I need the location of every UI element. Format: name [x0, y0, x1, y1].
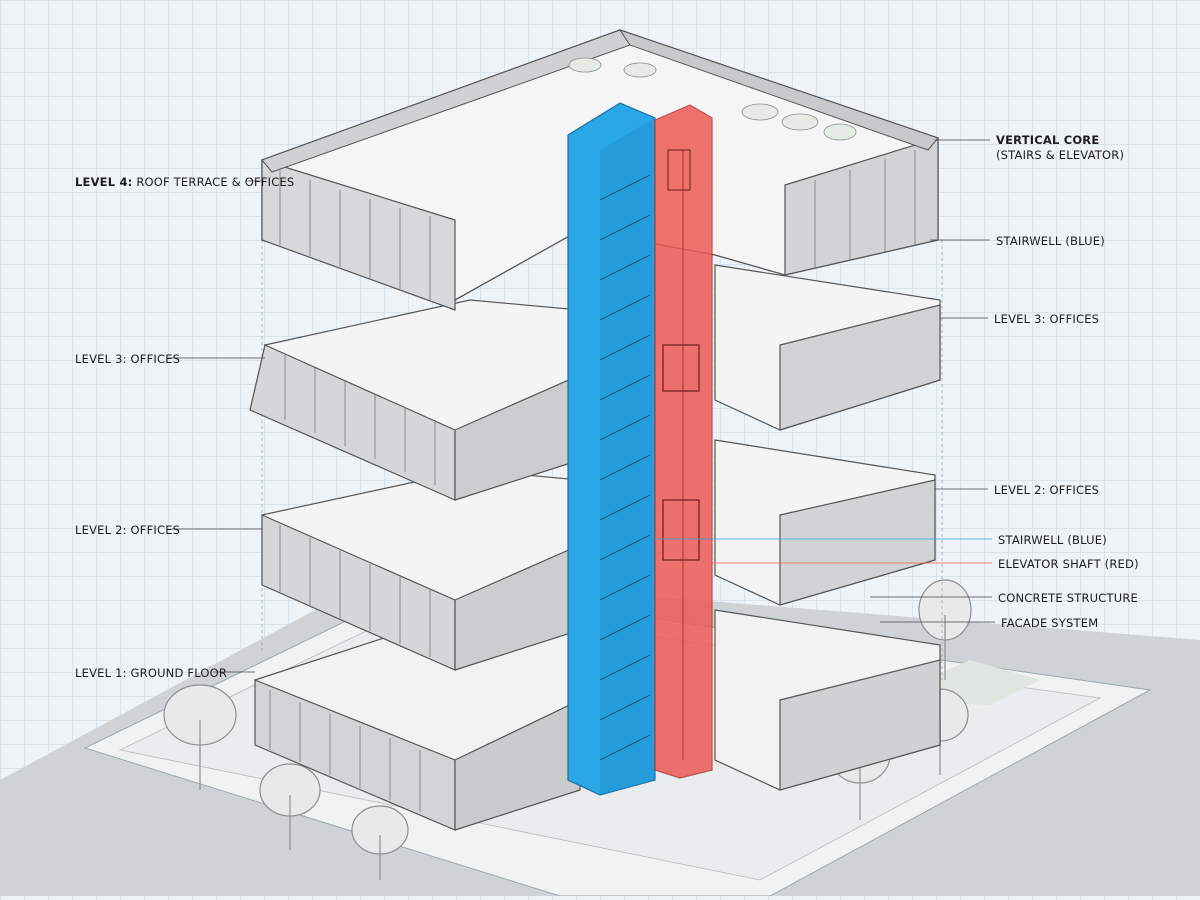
- label-elevator-shaft: ELEVATOR SHAFT (RED): [998, 557, 1139, 571]
- label-level-4-rest: ROOF TERRACE & OFFICES: [136, 175, 295, 189]
- label-level-2-right: LEVEL 2: OFFICES: [994, 483, 1100, 497]
- label-facade-system: FACADE SYSTEM: [1001, 616, 1099, 630]
- label-level-3-right: LEVEL 3: OFFICES: [994, 312, 1100, 326]
- guide-lines: [261, 240, 943, 680]
- stairwell-shaft: [567, 102, 656, 796]
- label-level-4: LEVEL 4: ROOF TERRACE & OFFICES: [75, 175, 294, 189]
- label-stairwell-top: STAIRWELL (BLUE): [996, 234, 1105, 248]
- label-stairwell-bottom: STAIRWELL (BLUE): [998, 533, 1107, 547]
- elevator-shaft: [654, 104, 713, 779]
- label-vertical-core: VERTICAL CORE (STAIRS & ELEVATOR): [996, 133, 1124, 163]
- label-level-4-prefix: LEVEL 4:: [75, 175, 133, 189]
- elevator-car: [662, 344, 700, 392]
- level-1-floor: [253, 609, 941, 831]
- label-concrete-structure: CONCRETE STRUCTURE: [998, 591, 1138, 605]
- label-level-3-left: LEVEL 3: OFFICES: [75, 352, 181, 366]
- leader-lines: [168, 139, 995, 673]
- label-vertical-core-sub: (STAIRS & ELEVATOR): [996, 148, 1125, 162]
- label-vertical-core-title: VERTICAL CORE: [996, 133, 1100, 147]
- label-level-2-left: LEVEL 2: OFFICES: [75, 523, 181, 537]
- label-level-1: LEVEL 1: GROUND FLOOR: [75, 666, 228, 680]
- level-2-floor: [260, 439, 936, 671]
- level-3-floor: [249, 264, 941, 501]
- elevator-car-lower: [662, 499, 700, 561]
